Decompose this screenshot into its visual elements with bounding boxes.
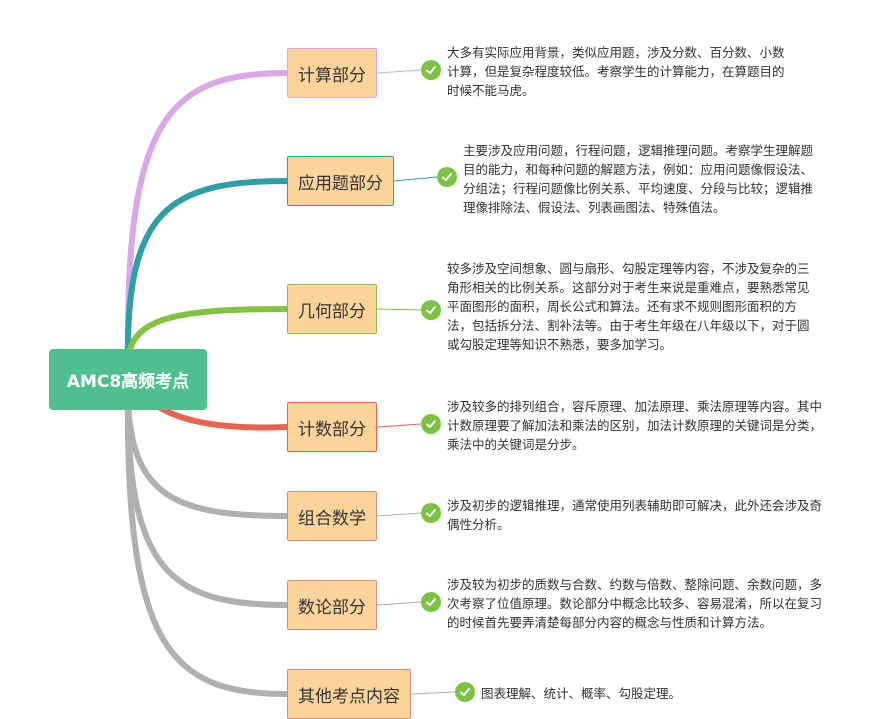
topic-node[interactable]: 其他考点内容 bbox=[287, 669, 411, 719]
branch-line bbox=[124, 383, 290, 697]
topic-note: 涉及较多的排列组合，容斥原理、加法原理、乘法原理等内容。其中计数原理要了解加法和… bbox=[447, 399, 823, 452]
lead-line bbox=[376, 512, 422, 517]
topic-node[interactable]: 组合数学 bbox=[287, 491, 377, 541]
topic-node[interactable]: 应用题部分 bbox=[287, 156, 394, 206]
topic-node[interactable]: 计算部分 bbox=[287, 48, 377, 98]
lead-line bbox=[393, 176, 438, 182]
lead-line bbox=[376, 601, 422, 606]
topic-note: 大多有实际应用背景，类似应用题，涉及分数、百分数、小数计算，但是复杂程度较低。考… bbox=[447, 45, 785, 98]
topic-node[interactable]: 计数部分 bbox=[287, 402, 377, 452]
lead-line bbox=[410, 691, 456, 695]
check-circle-icon bbox=[421, 414, 441, 434]
check-circle-icon bbox=[421, 300, 441, 320]
check-circle-icon bbox=[437, 167, 457, 187]
topic-note: 涉及初步的逻辑推理，通常使用列表辅助即可解决，此外还会涉及奇偶性分析。 bbox=[447, 498, 823, 532]
topic-note: 图表理解、统计、概率、勾股定理。 bbox=[481, 686, 682, 701]
lead-line bbox=[376, 69, 422, 74]
check-circle-icon bbox=[421, 592, 441, 612]
check-circle-icon bbox=[455, 682, 475, 702]
topic-note: 较多涉及空间想象、圆与扇形、勾股定理等内容，不涉及复杂的三角形相关的比例关系。这… bbox=[447, 261, 810, 352]
root-node[interactable]: AMC8高频考点 bbox=[49, 349, 207, 410]
lead-line bbox=[376, 423, 422, 428]
lead-line bbox=[376, 308, 422, 311]
check-circle-icon bbox=[421, 503, 441, 523]
topic-node[interactable]: 几何部分 bbox=[287, 284, 377, 334]
branch-line bbox=[124, 178, 290, 369]
topic-node[interactable]: 数论部分 bbox=[287, 580, 377, 630]
branch-line bbox=[124, 379, 290, 608]
check-circle-icon bbox=[421, 60, 441, 80]
topic-note: 涉及较为初步的质数与合数、约数与倍数、整除问题、余数问题，多次考察了位值原理。数… bbox=[447, 577, 823, 630]
branch-line bbox=[124, 70, 290, 365]
topic-note: 主要涉及应用问题，行程问题，逻辑推理问题。考察学生理解题目的能力，和每种问题的解… bbox=[463, 143, 814, 215]
